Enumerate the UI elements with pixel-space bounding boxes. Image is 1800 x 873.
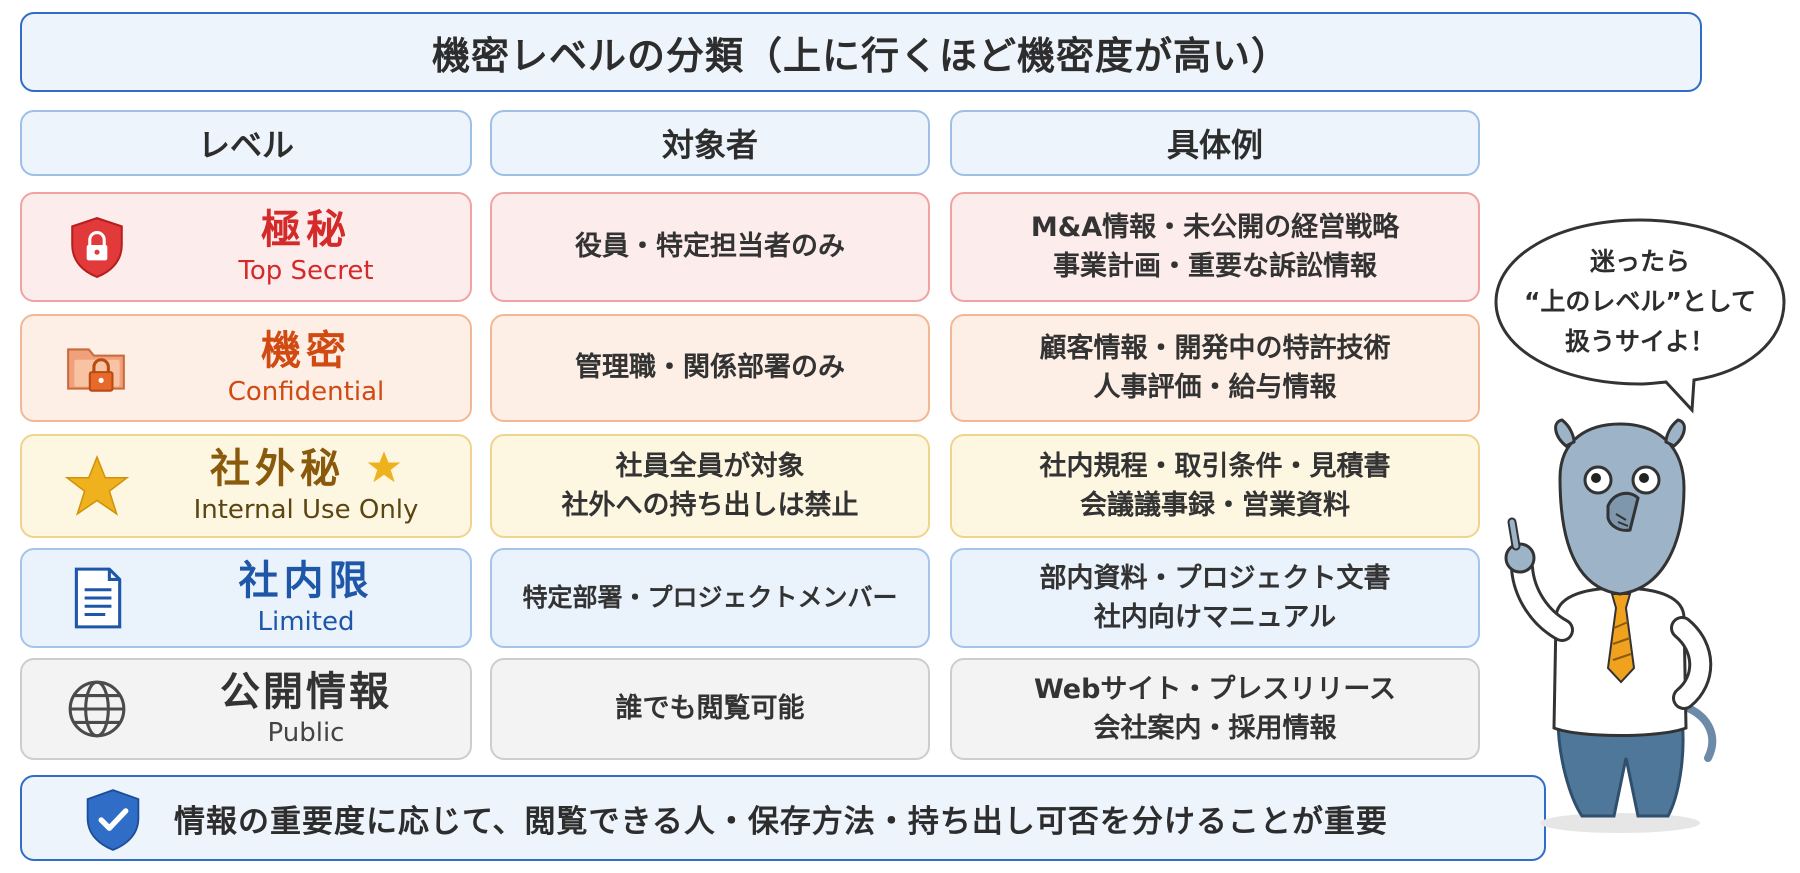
- lock-shield-icon: [71, 217, 123, 279]
- header-level: レベル: [20, 110, 472, 176]
- title-bar: 機密レベルの分類（上に行くほど機密度が高い）: [20, 12, 1702, 92]
- example-line: 人事評価・給与情報: [1093, 372, 1337, 403]
- speech-line: 迷ったら: [1589, 247, 1690, 276]
- target-cell-top-secret: 役員・特定担当者のみ: [490, 192, 930, 302]
- example-line: 部内資料・プロジェクト文書: [1039, 562, 1391, 594]
- rhino-mascot-illustration: [1504, 418, 1717, 833]
- level-cell-top-secret: 極秘 Top Secret: [20, 192, 472, 302]
- target-cell-public: 誰でも閲覧可能: [490, 658, 930, 760]
- target-text: 社外への持ち出しは禁止: [561, 490, 859, 521]
- level-cell-confidential: 機密 Confidential: [20, 314, 472, 422]
- page-title: 機密レベルの分類（上に行くほど機密度が高い）: [431, 33, 1290, 78]
- header-examples: 具体例: [950, 110, 1480, 176]
- star-icon: [64, 455, 130, 516]
- target-text: 役員・特定担当者のみ: [575, 231, 845, 263]
- target-text: 誰でも閲覧可能: [615, 693, 805, 725]
- footer-note: 情報の重要度に応じて、閲覧できる人・保存方法・持ち出し可否を分けることが重要: [20, 775, 1546, 861]
- level-name-en: Top Secret: [238, 256, 374, 287]
- example-line: Webサイト・プレスリリース: [1033, 673, 1397, 705]
- examples-cell-internal: 社内規程・取引条件・見積書 会議議事録・営業資料: [950, 434, 1480, 538]
- level-name-jp: 社外秘: [210, 445, 402, 493]
- target-cell-confidential: 管理職・関係部署のみ: [490, 314, 930, 422]
- examples-cell-confidential: 顧客情報・開発中の特許技術 人事評価・給与情報: [950, 314, 1480, 422]
- level-cell-public: 公開情報 Public: [20, 658, 472, 760]
- level-name-jp: 機密: [261, 328, 351, 375]
- examples-cell-top-secret: M&A情報・未公開の経営戦略 事業計画・重要な訴訟情報: [950, 192, 1480, 302]
- globe-icon: [68, 680, 126, 738]
- level-name-en: Public: [267, 718, 345, 749]
- level-name-en: Internal Use Only: [193, 495, 419, 526]
- level-cell-internal: 社外秘 Internal Use Only: [20, 434, 472, 538]
- speech-line: “上のレベル”として: [1523, 287, 1757, 316]
- examples-cell-limited: 部内資料・プロジェクト文書 社内向けマニュアル: [950, 548, 1480, 648]
- header-target: 対象者: [490, 110, 930, 176]
- small-star-icon: [367, 451, 401, 483]
- level-name-jp: 公開情報: [220, 669, 392, 716]
- example-line: 会議議事録・営業資料: [1080, 490, 1350, 521]
- speech-bubble: [1494, 218, 1786, 414]
- example-line: M&A情報・未公開の経営戦略: [1030, 211, 1400, 243]
- speech-line: 扱うサイよ！: [1564, 327, 1715, 356]
- target-text: 社員全員が対象: [615, 450, 805, 482]
- level-name-jp-text: 社外秘: [210, 446, 346, 493]
- document-icon: [74, 567, 122, 629]
- target-cell-internal: 社員全員が対象 社外への持ち出しは禁止: [490, 434, 930, 538]
- target-cell-limited: 特定部署・プロジェクトメンバー: [490, 548, 930, 648]
- level-cell-limited: 社内限 Limited: [20, 548, 472, 648]
- example-line: 社内規程・取引条件・見積書: [1039, 450, 1391, 482]
- level-name-jp: 極秘: [261, 207, 351, 254]
- target-text: 管理職・関係部署のみ: [575, 352, 845, 384]
- example-line: 社内向けマニュアル: [1093, 602, 1337, 633]
- target-text: 特定部署・プロジェクトメンバー: [522, 582, 898, 612]
- level-name-jp: 社内限: [238, 558, 374, 605]
- example-line: 顧客情報・開発中の特許技術: [1039, 332, 1391, 364]
- level-name-en: Confidential: [227, 377, 385, 408]
- example-line: 事業計画・重要な訴訟情報: [1053, 251, 1377, 282]
- level-name-en: Limited: [257, 607, 355, 638]
- example-line: 会社案内・採用情報: [1093, 713, 1337, 744]
- examples-cell-public: Webサイト・プレスリリース 会社案内・採用情報: [950, 658, 1480, 760]
- speech-bubble-text: 迷ったら “上のレベル”として 扱うサイよ！: [1504, 242, 1776, 362]
- lock-folder-icon: [67, 348, 125, 392]
- check-shield-icon: [86, 789, 140, 851]
- footer-text: 情報の重要度に応じて、閲覧できる人・保存方法・持ち出し可否を分けることが重要: [174, 803, 1388, 840]
